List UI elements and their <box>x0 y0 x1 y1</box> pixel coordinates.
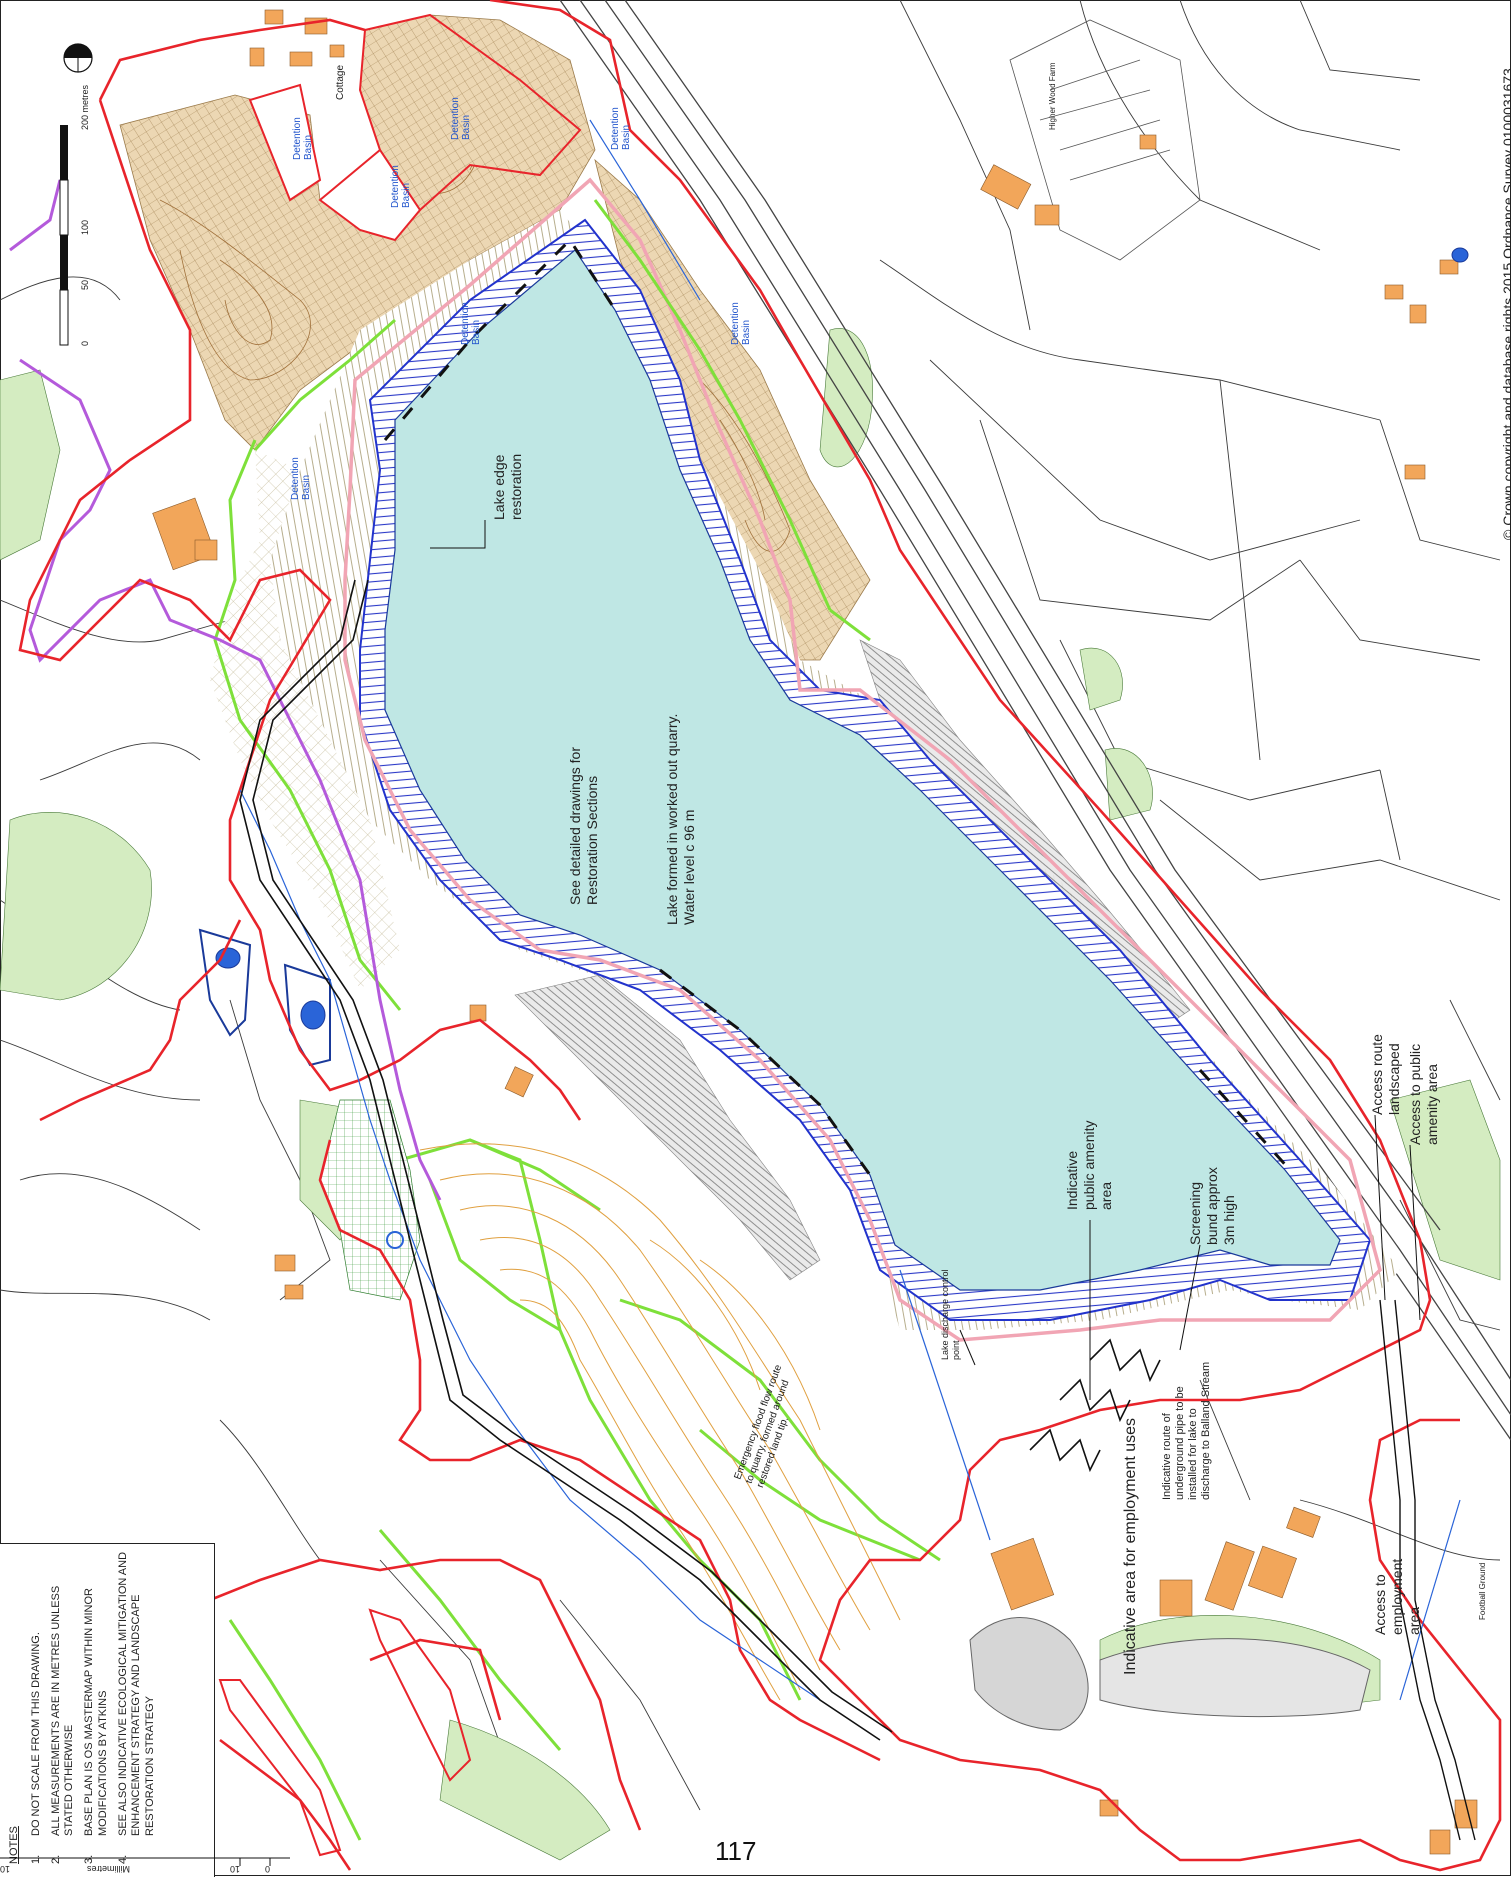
label-detention-basin-7: DetentionBasin <box>290 457 312 500</box>
note-item: 4.SEE ALSO INDICATIVE ECOLOGICAL MITIGAT… <box>116 1551 157 1864</box>
mm-tick-0: 0 <box>265 1864 270 1874</box>
label-cottage: Cottage <box>335 65 346 100</box>
quarry-plant-area <box>969 1617 1089 1731</box>
north-arrow-icon <box>63 43 93 73</box>
access-route-east <box>1379 1299 1476 1841</box>
label-detention-basin-3: DetentionBasin <box>390 165 412 208</box>
label-indicative-employment-area: Indicative area for employment uses <box>1122 1418 1139 1675</box>
millimetre-scale: 0 10 10 Millimetres <box>0 1857 290 1874</box>
red-strips <box>218 1608 472 1857</box>
label-screening-bund: Screeningbund approx3m high <box>1187 1167 1237 1245</box>
buildings <box>152 9 1478 1855</box>
label-access-route-landscaped: Access routelandscaped <box>1369 1034 1402 1115</box>
purple-route-line <box>9 179 442 1201</box>
pond-embankments <box>198 928 331 1067</box>
mm-tick-10: 10 <box>230 1864 240 1874</box>
higher-wood-farm-complex <box>1009 19 1201 261</box>
label-detention-basin-1: DetentionBasin <box>292 117 314 160</box>
detention-basins <box>248 13 582 242</box>
label-detention-basin-4: DetentionBasin <box>610 107 632 150</box>
scale-tick-0: 0 <box>80 341 90 346</box>
scale-tick-100: 100 <box>80 220 90 235</box>
site-boundary-red <box>489 0 1502 1872</box>
notes-content: NOTES 1.DO NOT SCALE FROM THIS DRAWING. … <box>8 1544 164 1864</box>
scale-tick-50: 50 <box>80 280 90 290</box>
scale-bar: 0 50 100 200 metres <box>59 84 90 346</box>
label-lake-edge-restoration: Lake edgerestoration <box>491 454 524 520</box>
notes-title: NOTES <box>8 1826 20 1864</box>
quarry-face-south <box>514 974 821 1281</box>
railway-corridor <box>559 0 1511 1441</box>
stockpile-grey <box>1099 1638 1371 1718</box>
pipe-zigzag <box>1029 1338 1161 1473</box>
mm-scale-label: Millimetres <box>86 1864 130 1874</box>
label-football-ground: Football Ground <box>1478 1563 1487 1620</box>
lake-water <box>384 249 1341 1291</box>
leader-lines <box>430 520 1421 1400</box>
label-underground-pipe: Indicative route ofunderground pipe to b… <box>1161 1362 1212 1500</box>
mm-tick-10b: 10 <box>0 1864 10 1874</box>
label-higher-wood-farm: Higher Wood Farm <box>1048 62 1057 130</box>
west-road <box>239 579 893 1741</box>
note-item: 3.BASE PLAN IS OS MASTERMAP WITHIN MINOR… <box>83 1588 109 1864</box>
note-item: 2.ALL MEASUREMENTS ARE IN METRES UNLESS … <box>49 1585 76 1864</box>
label-access-employment: Access toemploymentarea <box>1372 1559 1422 1635</box>
note-item: 1.DO NOT SCALE FROM THIS DRAWING. <box>29 1632 42 1864</box>
label-public-amenity: Indicativepublic amenityarea <box>1064 1121 1114 1211</box>
south-tip-contours <box>419 1143 901 1701</box>
label-access-public-amenity: Access to publicamenity area <box>1407 1044 1440 1145</box>
streams <box>239 119 1461 1701</box>
copyright-notice: © Crown copyright and database rights 20… <box>1500 68 1511 540</box>
page-number: 117 <box>715 1836 757 1866</box>
lake-edge-dashes <box>383 237 1292 1176</box>
label-detention-basin-5: DetentionBasin <box>460 302 482 345</box>
notes-panel: NOTES 1.DO NOT SCALE FROM THIS DRAWING. … <box>0 1543 215 1877</box>
label-detention-basin-6: DetentionBasin <box>730 302 752 345</box>
label-detention-basin-2: DetentionBasin <box>450 97 472 140</box>
ponds <box>215 247 1469 1249</box>
label-lake-discharge-point: Lake discharge controlpoint <box>940 1269 961 1360</box>
label-see-detailed-drawings: See detailed drawings forRestoration Sec… <box>567 747 600 905</box>
label-lake-formed: Lake formed in worked out quarry.Water l… <box>664 714 697 925</box>
site-boundary-red-west <box>18 18 881 1871</box>
scale-tick-200: 200 metres <box>80 84 90 130</box>
pink-boundary-line <box>343 177 1382 1342</box>
